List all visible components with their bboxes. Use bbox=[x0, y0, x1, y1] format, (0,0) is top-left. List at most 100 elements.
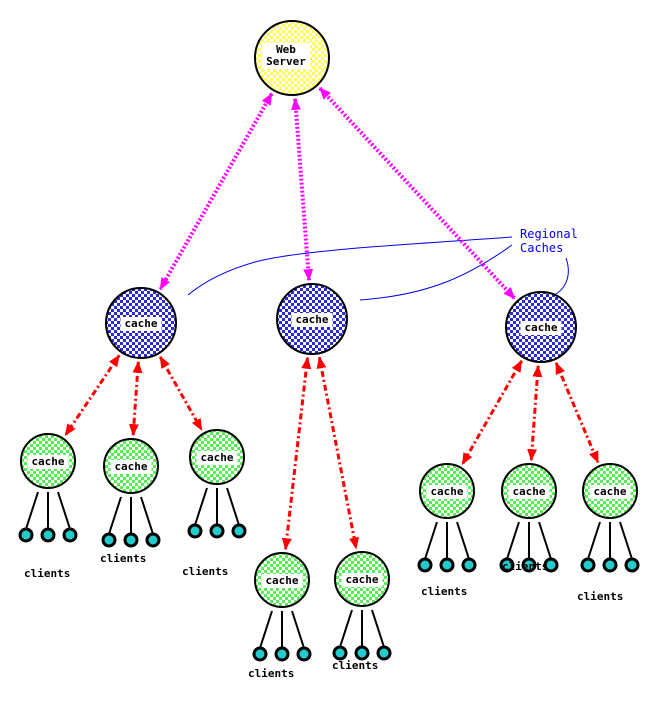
cache-link-3-3 bbox=[554, 362, 600, 464]
leaf-cache-3-2: cache clients bbox=[499, 463, 559, 573]
client-dot bbox=[417, 557, 433, 573]
client-wire bbox=[506, 521, 520, 560]
leaf-cache-1-2: cache clients bbox=[100, 438, 161, 565]
client-wire bbox=[194, 487, 208, 526]
cache-link-3-2 bbox=[527, 364, 543, 462]
leaf-cache-label-text: cache bbox=[265, 574, 298, 587]
regional-caches-label-line1: Regional bbox=[520, 227, 578, 241]
nodes: Web Server cache cache cache cache clients cac… bbox=[18, 20, 640, 680]
client-wire bbox=[108, 496, 122, 535]
client-dot bbox=[18, 527, 34, 543]
clients-label: clients bbox=[24, 567, 70, 580]
client-dot bbox=[274, 646, 290, 662]
client-dot bbox=[187, 523, 203, 539]
links bbox=[64, 86, 600, 551]
client-dot bbox=[624, 557, 640, 573]
client-wire bbox=[226, 487, 240, 526]
client-wire bbox=[619, 521, 633, 560]
cache-link-2-2 bbox=[316, 356, 359, 550]
client-wire bbox=[371, 609, 385, 648]
leaf-cache-3-1: cache clients bbox=[417, 463, 477, 598]
leaf-cache-2-2: cache clients bbox=[332, 551, 392, 672]
regional-cache-label-text: cache bbox=[524, 321, 557, 334]
client-dot bbox=[376, 645, 392, 661]
web-server-label: Web Server bbox=[262, 43, 310, 69]
client-wire bbox=[259, 610, 273, 649]
leaf-cache-label-background bbox=[589, 485, 631, 499]
client-dot bbox=[354, 645, 370, 661]
client-wire bbox=[291, 610, 305, 649]
clients-label: clients bbox=[332, 659, 378, 672]
regional-cache-label-background bbox=[520, 321, 562, 335]
leaf-cache-label-text: cache bbox=[512, 485, 545, 498]
client-dot bbox=[209, 523, 225, 539]
regional-cache-label-background bbox=[120, 317, 162, 331]
cache-link-1-3 bbox=[158, 356, 204, 431]
leaf-cache-label: cache bbox=[341, 573, 383, 587]
client-dot bbox=[123, 532, 139, 548]
leaf-cache-1-1: cache clients bbox=[18, 433, 78, 580]
cache-link-1-2 bbox=[128, 360, 143, 437]
client-dot bbox=[332, 645, 348, 661]
leaf-cache-label-background bbox=[426, 485, 468, 499]
cache-link-3-1 bbox=[461, 359, 523, 465]
client-dot bbox=[461, 557, 477, 573]
client-dot bbox=[231, 523, 247, 539]
leaf-cache-label-background bbox=[27, 455, 69, 469]
regional-cache-1: cache bbox=[105, 287, 177, 359]
web-server-label-text: Web bbox=[276, 43, 296, 56]
callout-line-2 bbox=[359, 244, 513, 301]
client-dot bbox=[62, 527, 78, 543]
regional-cache-label: cache bbox=[120, 317, 162, 331]
regional-caches-callout bbox=[187, 236, 569, 301]
client-dot bbox=[40, 527, 56, 543]
client-dot bbox=[101, 532, 117, 548]
regional-cache-label: cache bbox=[520, 321, 562, 335]
leaf-cache-label: cache bbox=[426, 485, 468, 499]
leaf-cache-label-text: cache bbox=[200, 451, 233, 464]
leaf-cache-label: cache bbox=[261, 574, 303, 588]
leaf-cache-label: cache bbox=[508, 485, 550, 499]
client-dot bbox=[521, 557, 537, 573]
regional-cache-3: cache bbox=[505, 291, 577, 363]
client-wire bbox=[456, 521, 470, 560]
web-server-label-background bbox=[262, 43, 310, 69]
client-dot bbox=[439, 557, 455, 573]
leaf-cache-label: cache bbox=[196, 451, 238, 465]
regional-cache-label: cache bbox=[291, 313, 333, 327]
leaf-cache-label-text: cache bbox=[31, 455, 64, 468]
client-wire bbox=[25, 491, 39, 530]
client-wire bbox=[140, 496, 154, 535]
client-dot bbox=[252, 646, 268, 662]
clients-label: clients bbox=[421, 585, 467, 598]
client-dot bbox=[145, 532, 161, 548]
leaf-cache-2-1: cache clients bbox=[248, 552, 312, 680]
callout-line-3 bbox=[551, 257, 569, 297]
clients-label: clients bbox=[577, 590, 623, 603]
server-link-3 bbox=[318, 86, 516, 300]
client-dot bbox=[543, 557, 559, 573]
clients-label: clients bbox=[248, 667, 294, 680]
web-server-label-text: Server bbox=[266, 55, 306, 68]
cache-link-2-1 bbox=[281, 356, 312, 551]
client-wire bbox=[424, 521, 438, 560]
leaf-cache-label: cache bbox=[110, 460, 152, 474]
leaf-cache-label: cache bbox=[27, 455, 69, 469]
client-wire bbox=[339, 609, 353, 648]
clients-label: clients bbox=[100, 552, 146, 565]
regional-caches-label-line2: Caches bbox=[520, 241, 563, 255]
clients-label: clients bbox=[502, 560, 548, 573]
regional-cache-label-text: cache bbox=[295, 313, 328, 326]
client-wire bbox=[587, 521, 601, 560]
leaf-cache-label-background bbox=[261, 574, 303, 588]
server-link-1 bbox=[158, 92, 274, 291]
client-dot bbox=[499, 557, 515, 573]
leaf-cache-label-text: cache bbox=[345, 573, 378, 586]
client-wire bbox=[57, 491, 71, 530]
leaf-cache-label-background bbox=[508, 485, 550, 499]
leaf-cache-label-text: cache bbox=[114, 460, 147, 473]
web-server-node: Web Server bbox=[254, 20, 330, 96]
